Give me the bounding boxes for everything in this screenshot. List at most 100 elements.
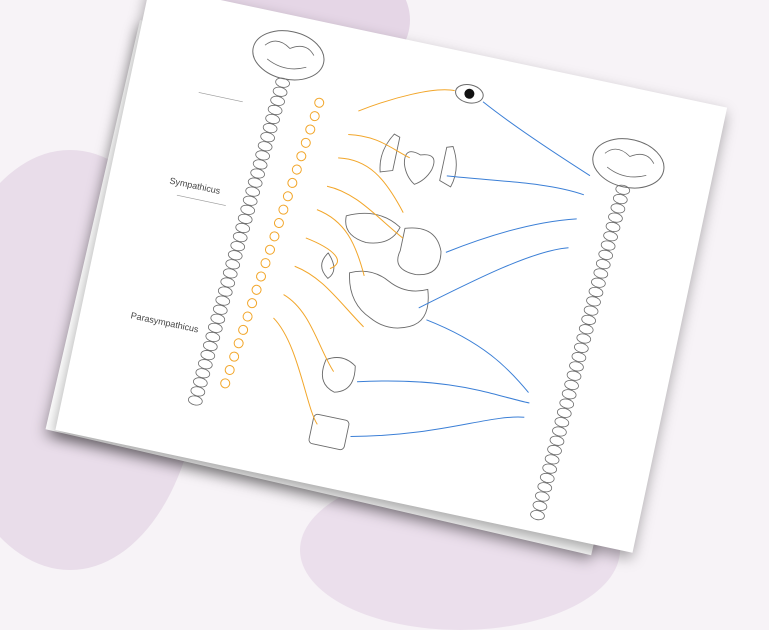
vertebra-left-19	[230, 241, 246, 252]
vertebra-right-17	[576, 333, 592, 344]
vertebra-left-30	[202, 340, 218, 352]
vertebra-right-4	[608, 212, 623, 223]
organ-illustrations	[308, 133, 457, 451]
vertebra-right-25	[556, 407, 572, 418]
vertebra-right-15	[581, 314, 596, 325]
eye-illustration	[455, 84, 484, 104]
sympathetic-ganglion-20	[229, 351, 240, 362]
vertebra-right-1	[615, 184, 631, 195]
vertebra-left-14	[242, 195, 258, 206]
vertebra-right-28	[549, 435, 565, 446]
vertebra-left-34	[193, 377, 208, 388]
sympathetic-ganglion-17	[242, 311, 253, 322]
vertebra-right-29	[547, 445, 562, 456]
vertebra-right-31	[542, 463, 557, 474]
vertebra-right-2	[613, 194, 628, 205]
bladder-organ	[321, 357, 356, 393]
intestines-organ	[349, 270, 429, 329]
vertebra-left-1	[275, 77, 290, 88]
parasympathetic-fibers	[350, 101, 591, 438]
vertebra-left-10	[252, 159, 268, 170]
vertebra-left-5	[265, 113, 280, 125]
vertebra-left-2	[272, 86, 288, 97]
vertebra-right-3	[610, 203, 626, 214]
sympathetic-ganglion-14	[256, 271, 267, 282]
vertebra-right-30	[544, 454, 560, 465]
vertebra-right-27	[552, 426, 567, 437]
spinal-column-left	[188, 77, 290, 406]
sympathetic-ganglion-4	[300, 137, 311, 148]
label-parasympathicus: Parasympathicus	[130, 310, 200, 334]
vertebra-right-5	[605, 221, 621, 232]
stomach-organ	[397, 227, 442, 276]
left-region-labels: Sympathicus Parasympathicus	[130, 92, 243, 335]
vertebra-right-7	[600, 240, 616, 251]
vertebra-left-11	[250, 168, 265, 179]
sympathetic-fibers	[273, 89, 455, 425]
vertebra-right-12	[588, 286, 604, 298]
vertebra-left-36	[188, 395, 203, 406]
sympathetic-ganglion-13	[260, 258, 271, 269]
sympathetic-ganglion-7	[287, 177, 298, 188]
vertebra-right-23	[561, 389, 577, 400]
sympathetic-ganglion-12	[264, 244, 275, 255]
vertebra-left-32	[198, 359, 213, 370]
sympathetic-ganglion-21	[224, 364, 235, 375]
vertebra-right-20	[569, 361, 584, 372]
vertebra-left-26	[212, 304, 228, 315]
vertebra-left-20	[227, 250, 243, 261]
sympathetic-ganglion-11	[269, 231, 280, 242]
brain-illustration-right	[592, 138, 665, 189]
vertebra-left-16	[237, 213, 253, 224]
brain-illustration-left	[252, 30, 325, 81]
vertebra-right-35	[532, 500, 548, 511]
paper-sheet-front: Sympathicus Parasympathicus	[55, 0, 728, 553]
vertebra-left-3	[270, 95, 285, 106]
vertebra-right-34	[535, 491, 550, 502]
vertebra-right-32	[539, 472, 555, 483]
vertebra-right-21	[566, 370, 582, 381]
sympathetic-ganglion-1	[314, 97, 325, 108]
vertebra-right-14	[583, 305, 599, 316]
vertebra-right-10	[593, 268, 609, 279]
vertebra-left-22	[222, 268, 238, 279]
vertebra-left-29	[205, 331, 221, 342]
sympathetic-ganglion-16	[247, 298, 258, 309]
vertebra-right-16	[578, 324, 594, 335]
spinal-column-right	[530, 184, 631, 521]
vertebra-left-28	[207, 322, 223, 333]
vertebra-right-6	[603, 231, 618, 242]
vertebra-left-12	[247, 177, 263, 188]
vertebra-right-8	[598, 249, 614, 260]
vertebra-left-6	[262, 123, 278, 134]
vertebra-left-4	[267, 104, 283, 115]
vertebra-right-11	[591, 277, 606, 288]
vertebra-right-36	[530, 510, 545, 521]
vertebra-right-22	[564, 379, 579, 391]
vertebra-right-24	[559, 398, 575, 409]
sympathetic-ganglion-15	[251, 284, 262, 295]
vertebra-left-17	[235, 222, 251, 234]
label-sympathicus: Sympathicus	[169, 175, 222, 196]
sympathetic-ganglion-10	[273, 218, 284, 229]
vertebra-left-33	[195, 368, 211, 379]
vertebra-left-25	[215, 295, 231, 306]
vertebra-left-15	[240, 204, 256, 215]
sympathetic-ganglion-2	[309, 111, 320, 122]
vertebra-right-18	[574, 342, 589, 353]
sympathetic-ganglion-chain	[220, 97, 325, 389]
vertebra-right-19	[571, 352, 587, 363]
sympathetic-ganglion-9	[278, 204, 289, 215]
vertebra-left-9	[255, 150, 270, 161]
vertebra-left-21	[225, 259, 241, 270]
sympathetic-ganglion-22	[220, 378, 231, 389]
sympathetic-ganglion-6	[291, 164, 302, 175]
vertebra-right-26	[554, 417, 570, 428]
vertebra-left-27	[210, 313, 226, 324]
sympathetic-ganglion-3	[305, 124, 316, 135]
vertebra-left-7	[260, 132, 275, 143]
sympathetic-ganglion-8	[282, 191, 293, 202]
vertebra-right-13	[586, 296, 601, 307]
vertebra-left-24	[217, 286, 233, 297]
lungs-organ	[379, 133, 457, 188]
